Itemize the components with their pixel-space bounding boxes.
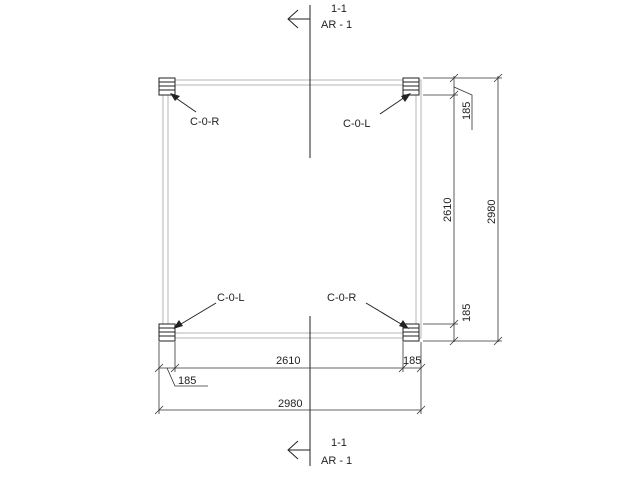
column-label-top-right: C-0-L — [343, 118, 371, 130]
dim-vertical-top-offset: 185 — [461, 102, 473, 120]
leader-top-right — [379, 93, 411, 115]
column-bottom-left — [158, 323, 176, 342]
leader-top-left — [170, 93, 197, 113]
dim-horizontal-right-offset: 185 — [403, 355, 421, 367]
column-label-bottom-left: C-0-L — [217, 292, 245, 304]
section-number-bottom: 1-1 — [331, 437, 347, 449]
dim-horizontal-left-offset: 185 — [178, 375, 196, 387]
column-label-top-left: C-0-R — [190, 116, 219, 128]
column-label-bottom-right: C-0-R — [327, 292, 356, 304]
dim-horizontal-inner: 2610 — [276, 355, 300, 367]
leader-bottom-right — [365, 302, 409, 329]
dim-vertical-inner: 2610 — [442, 198, 454, 222]
dim-vertical-overall: 2980 — [486, 200, 498, 224]
section-sheet-bottom: AR - 1 — [321, 455, 352, 467]
dim-vertical-bottom-offset: 185 — [461, 304, 473, 322]
column-top-right — [402, 77, 420, 96]
section-sheet-top: AR - 1 — [321, 19, 352, 31]
section-number-top: 1-1 — [331, 3, 347, 15]
horizontal-dimension-lines — [154, 342, 426, 415]
column-top-left — [158, 77, 176, 96]
section-marker-bottom: 1-1 AR - 1 — [287, 436, 352, 467]
frame-outline — [162, 79, 422, 339]
section-marker-top: 1-1 AR - 1 — [287, 3, 352, 35]
leader-bottom-left — [173, 302, 217, 329]
dim-horizontal-overall: 2980 — [278, 398, 302, 410]
vertical-dimension-lines — [423, 73, 503, 346]
